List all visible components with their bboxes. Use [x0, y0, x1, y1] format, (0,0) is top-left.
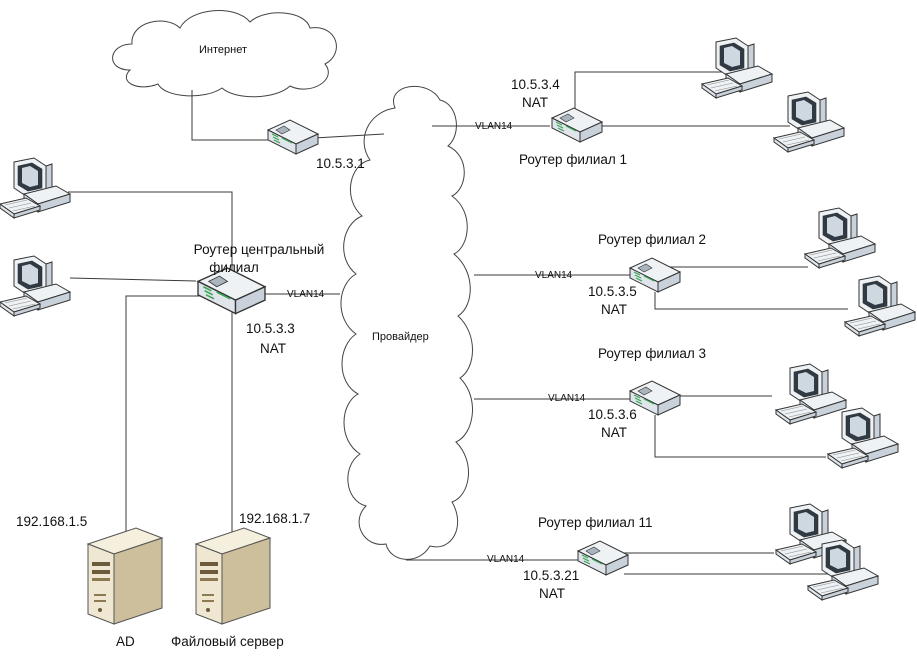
provider-cloud	[340, 85, 473, 560]
branch1-ip-label: 10.5.3.4	[511, 77, 560, 92]
branch3-pc-1-workstation-icon	[775, 363, 847, 425]
provider-label: Провайдер	[372, 331, 429, 343]
file-server-ip-label: 192.168.1.7	[239, 511, 311, 526]
central-router-title-line1: Роутер центральный	[193, 242, 325, 257]
gateway-router-icon	[267, 119, 319, 155]
branch3-vlan-label: VLAN14	[548, 393, 586, 404]
central-router-title-line2: филиал	[209, 260, 259, 275]
branch11-nat-label: NAT	[539, 586, 565, 601]
central-router-ip-label: 10.5.3.3	[246, 321, 295, 336]
branch1-vlan-label: VLAN14	[475, 121, 513, 132]
connection-lines	[68, 71, 848, 578]
branch2-vlan-label: VLAN14	[535, 270, 573, 281]
branch3-nat-label: NAT	[601, 425, 627, 440]
ad-ip-label: 192.168.1.5	[16, 514, 88, 529]
file-server-icon	[195, 527, 271, 625]
branch1-router-title: Роутер филиал 1	[519, 152, 628, 167]
branch2-router-title: Роутер филиал 2	[598, 232, 707, 247]
ad-server-icon	[87, 527, 163, 625]
central-vlan-label: VLAN14	[287, 289, 325, 300]
gateway-ip-label: 10.5.3.1	[316, 156, 365, 171]
branch2-pc-2-workstation-icon	[844, 275, 916, 337]
branch2-nat-label: NAT	[601, 302, 627, 317]
branch3-pc-2-workstation-icon	[827, 407, 899, 469]
file-server-name-label: Файловый сервер	[171, 634, 284, 649]
branch2-ip-label: 10.5.3.5	[588, 284, 637, 299]
branch11-router-title: Роутер филиал 11	[538, 515, 653, 530]
central-pc-2-workstation-icon	[0, 255, 71, 317]
central-pc-1-workstation-icon	[0, 157, 71, 219]
branch1-router-icon	[551, 107, 603, 143]
branch11-ip-label: 10.5.3.21	[523, 568, 580, 583]
branch3-router-icon	[629, 380, 681, 416]
branch3-ip-label: 10.5.3.6	[588, 407, 637, 422]
internet-label: Интернет	[199, 44, 247, 56]
branch2-router-icon	[629, 257, 681, 293]
branch2-pc-1-workstation-icon	[804, 207, 876, 269]
branch1-pc-1-workstation-icon	[701, 37, 773, 99]
branch1-pc-2-workstation-icon	[773, 91, 845, 153]
branch3-router-title: Роутер филиал 3	[598, 346, 707, 361]
ad-name-label: AD	[116, 634, 135, 649]
central-router-nat-label: NAT	[260, 341, 286, 356]
internet-cloud	[112, 10, 337, 98]
branch11-router-icon	[577, 540, 629, 576]
branch11-vlan-label: VLAN14	[487, 554, 525, 565]
branch1-nat-label: NAT	[522, 95, 548, 110]
